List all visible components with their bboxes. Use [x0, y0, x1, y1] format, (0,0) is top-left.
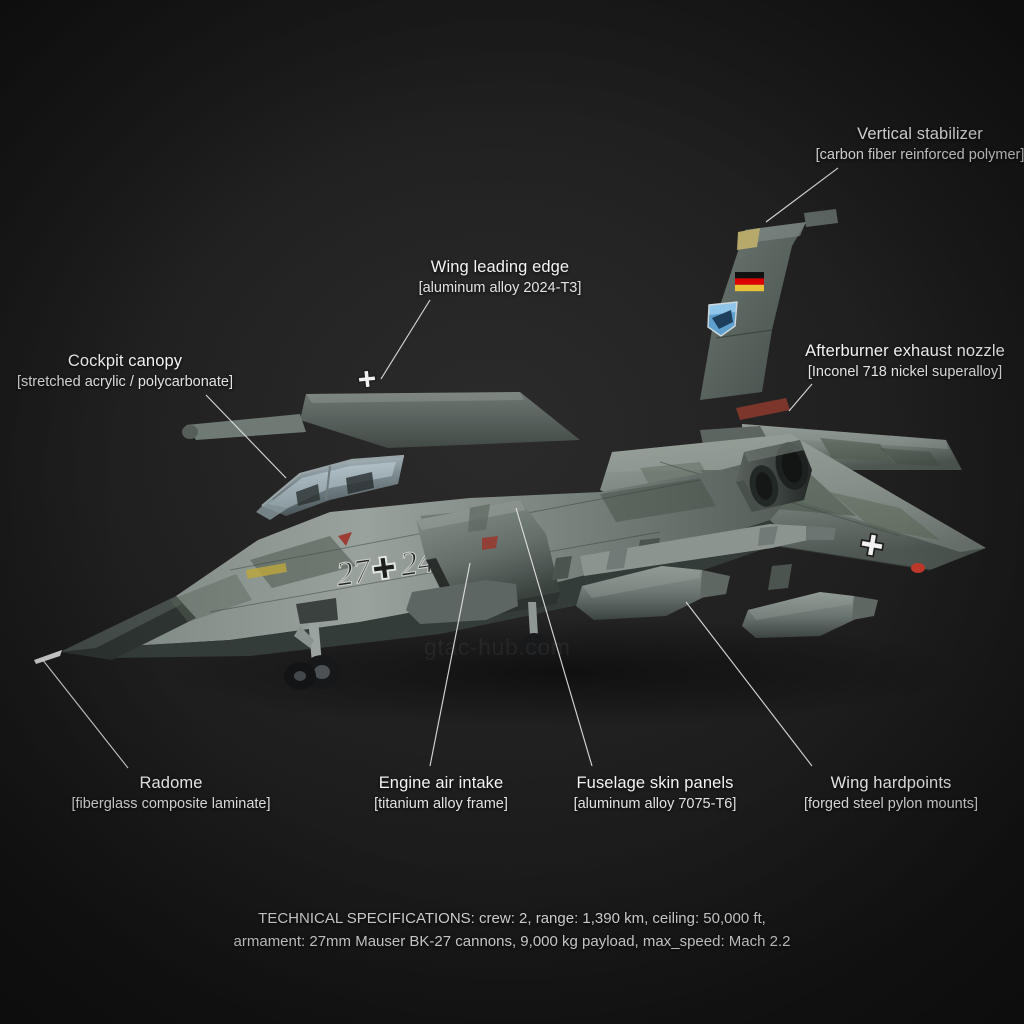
annotation-title: Fuselage skin panels [576, 774, 734, 792]
annotation-fuselage-skin-panels: Fuselage skin panels [aluminum alloy 707… [574, 773, 737, 814]
annotation-title: Vertical stabilizer [857, 125, 983, 143]
left-wing-iron-cross-marking [357, 369, 377, 389]
drop-tank-centre [576, 566, 730, 620]
annotation-material: [titanium alloy frame] [374, 796, 508, 813]
missile-store [580, 524, 836, 576]
annotation-radome: Radome [fiberglass composite laminate] [71, 773, 270, 814]
right-wing-iron-cross-marking [859, 532, 885, 558]
annotation-material: [aluminum alloy 7075-T6] [573, 796, 737, 813]
annotation-title: Afterburner exhaust nozzle [805, 342, 1005, 360]
spec-line-2: armament: 27mm Mauser BK-27 cannons, 9,0… [233, 932, 791, 950]
annotation-material: [aluminum alloy 2024-T3] [418, 280, 582, 297]
annotation-title: Radome [139, 774, 203, 792]
annotation-cockpit-canopy: Cockpit canopy [stretched acrylic / poly… [17, 351, 233, 392]
navigation-light-red [911, 563, 925, 573]
german-flag-marking [735, 272, 764, 292]
annotation-wing-leading-edge: Wing leading edge [aluminum alloy 2024-T… [419, 257, 582, 298]
svg-text:27: 27 [334, 552, 375, 594]
annotation-title: Wing hardpoints [830, 774, 952, 792]
annotation-material: [forged steel pylon mounts] [803, 796, 979, 813]
annotation-title: Engine air intake [378, 774, 504, 792]
drop-tank-outer [742, 592, 878, 638]
squadron-shield-badge [707, 301, 738, 337]
technical-specifications: TECHNICAL SPECIFICATIONS: crew: 2, range… [0, 908, 1024, 953]
left-wing [182, 369, 580, 448]
annotation-title: Cockpit canopy [67, 352, 183, 370]
spec-line-1: TECHNICAL SPECIFICATIONS: crew: 2, range… [258, 910, 766, 927]
annotation-material: [stretched acrylic / polycarbonate] [17, 374, 233, 391]
annotation-title: Wing leading edge [430, 258, 570, 276]
afterburner-exhaust-nozzle [736, 398, 812, 512]
nose-landing-gear [284, 598, 341, 690]
watermark: gtac-hub.com [424, 634, 571, 660]
annotation-material: [fiberglass composite laminate] [71, 796, 271, 813]
annotation-material: [carbon fiber reinforced polymer] [815, 147, 1024, 164]
cockpit-canopy [256, 454, 405, 520]
annotation-wing-hardpoints: Wing hardpoints [forged steel pylon moun… [804, 773, 978, 814]
annotation-engine-air-intake: Engine air intake [titanium alloy frame] [374, 773, 508, 814]
annotation-vertical-stabilizer: Vertical stabilizer [carbon fiber reinfo… [816, 124, 1024, 165]
annotation-afterburner-exhaust-nozzle: Afterburner exhaust nozzle [Inconel 718 … [805, 341, 1005, 382]
annotation-material: [Inconel 718 nickel superalloy] [807, 364, 1003, 381]
